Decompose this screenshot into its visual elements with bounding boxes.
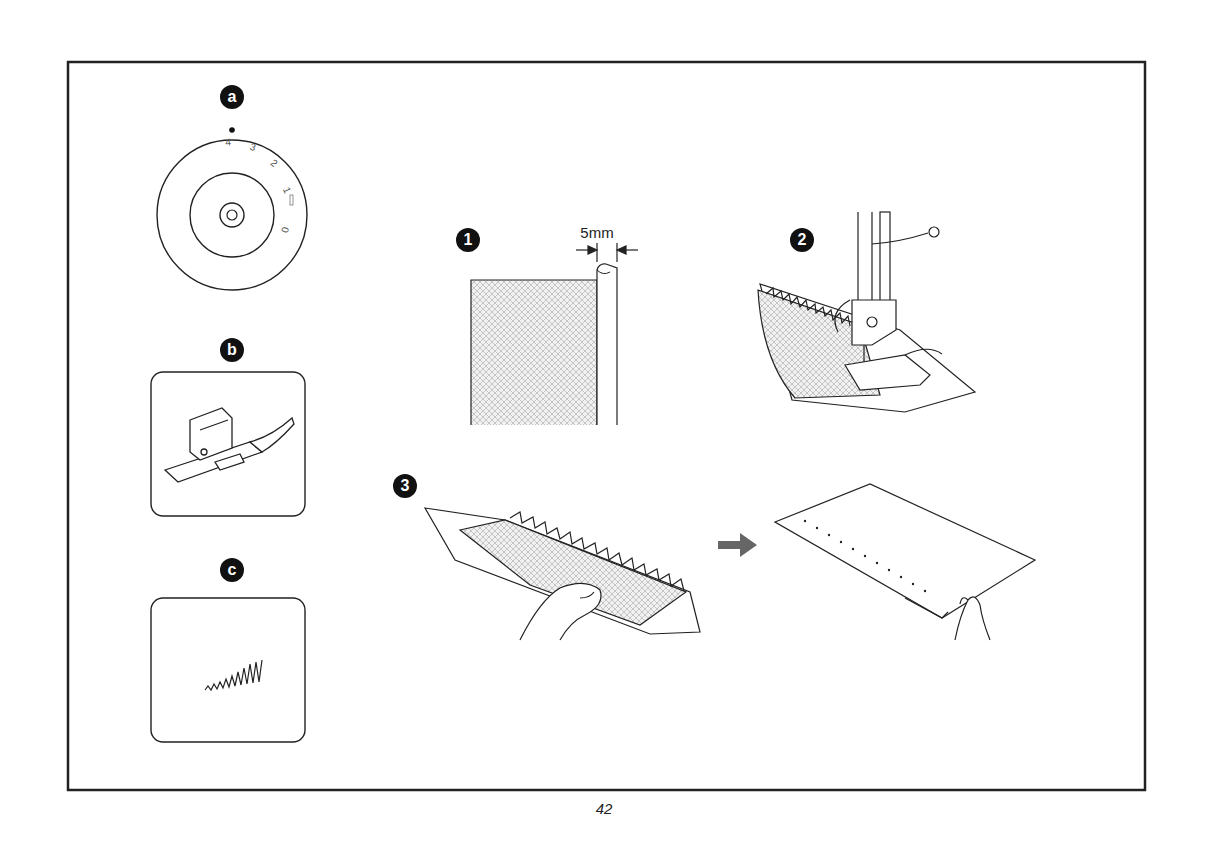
dial-outline <box>150 85 314 300</box>
page-number: 42 <box>596 800 613 817</box>
presser-foot-drawing <box>165 408 294 482</box>
stitch-pattern-panel: c <box>150 556 306 744</box>
sewing-machine-foot <box>758 212 975 412</box>
finished-hem-front <box>775 484 1035 640</box>
callout-letter: a <box>220 85 244 109</box>
panel-outline <box>150 336 306 518</box>
dial-number: 4 <box>225 136 231 147</box>
panel-outline <box>150 556 306 744</box>
zigzag-stitch-symbol <box>205 660 262 690</box>
result-arrow <box>718 533 757 557</box>
presser-foot-panel: b <box>150 336 306 518</box>
page-frame <box>68 62 1145 790</box>
dimension-arrows <box>576 243 638 262</box>
folded-fabric <box>471 264 617 425</box>
step-number: 1 <box>456 228 480 252</box>
step-number: 3 <box>393 474 417 498</box>
callout-letter: c <box>220 558 244 582</box>
dimension: 5mm <box>580 224 613 241</box>
callout-letter: b <box>220 338 244 362</box>
stitch-dots <box>804 520 926 592</box>
setting-dial: a43210 <box>150 85 314 300</box>
finished-hem-underside <box>425 508 700 640</box>
step-number: 2 <box>790 228 814 252</box>
